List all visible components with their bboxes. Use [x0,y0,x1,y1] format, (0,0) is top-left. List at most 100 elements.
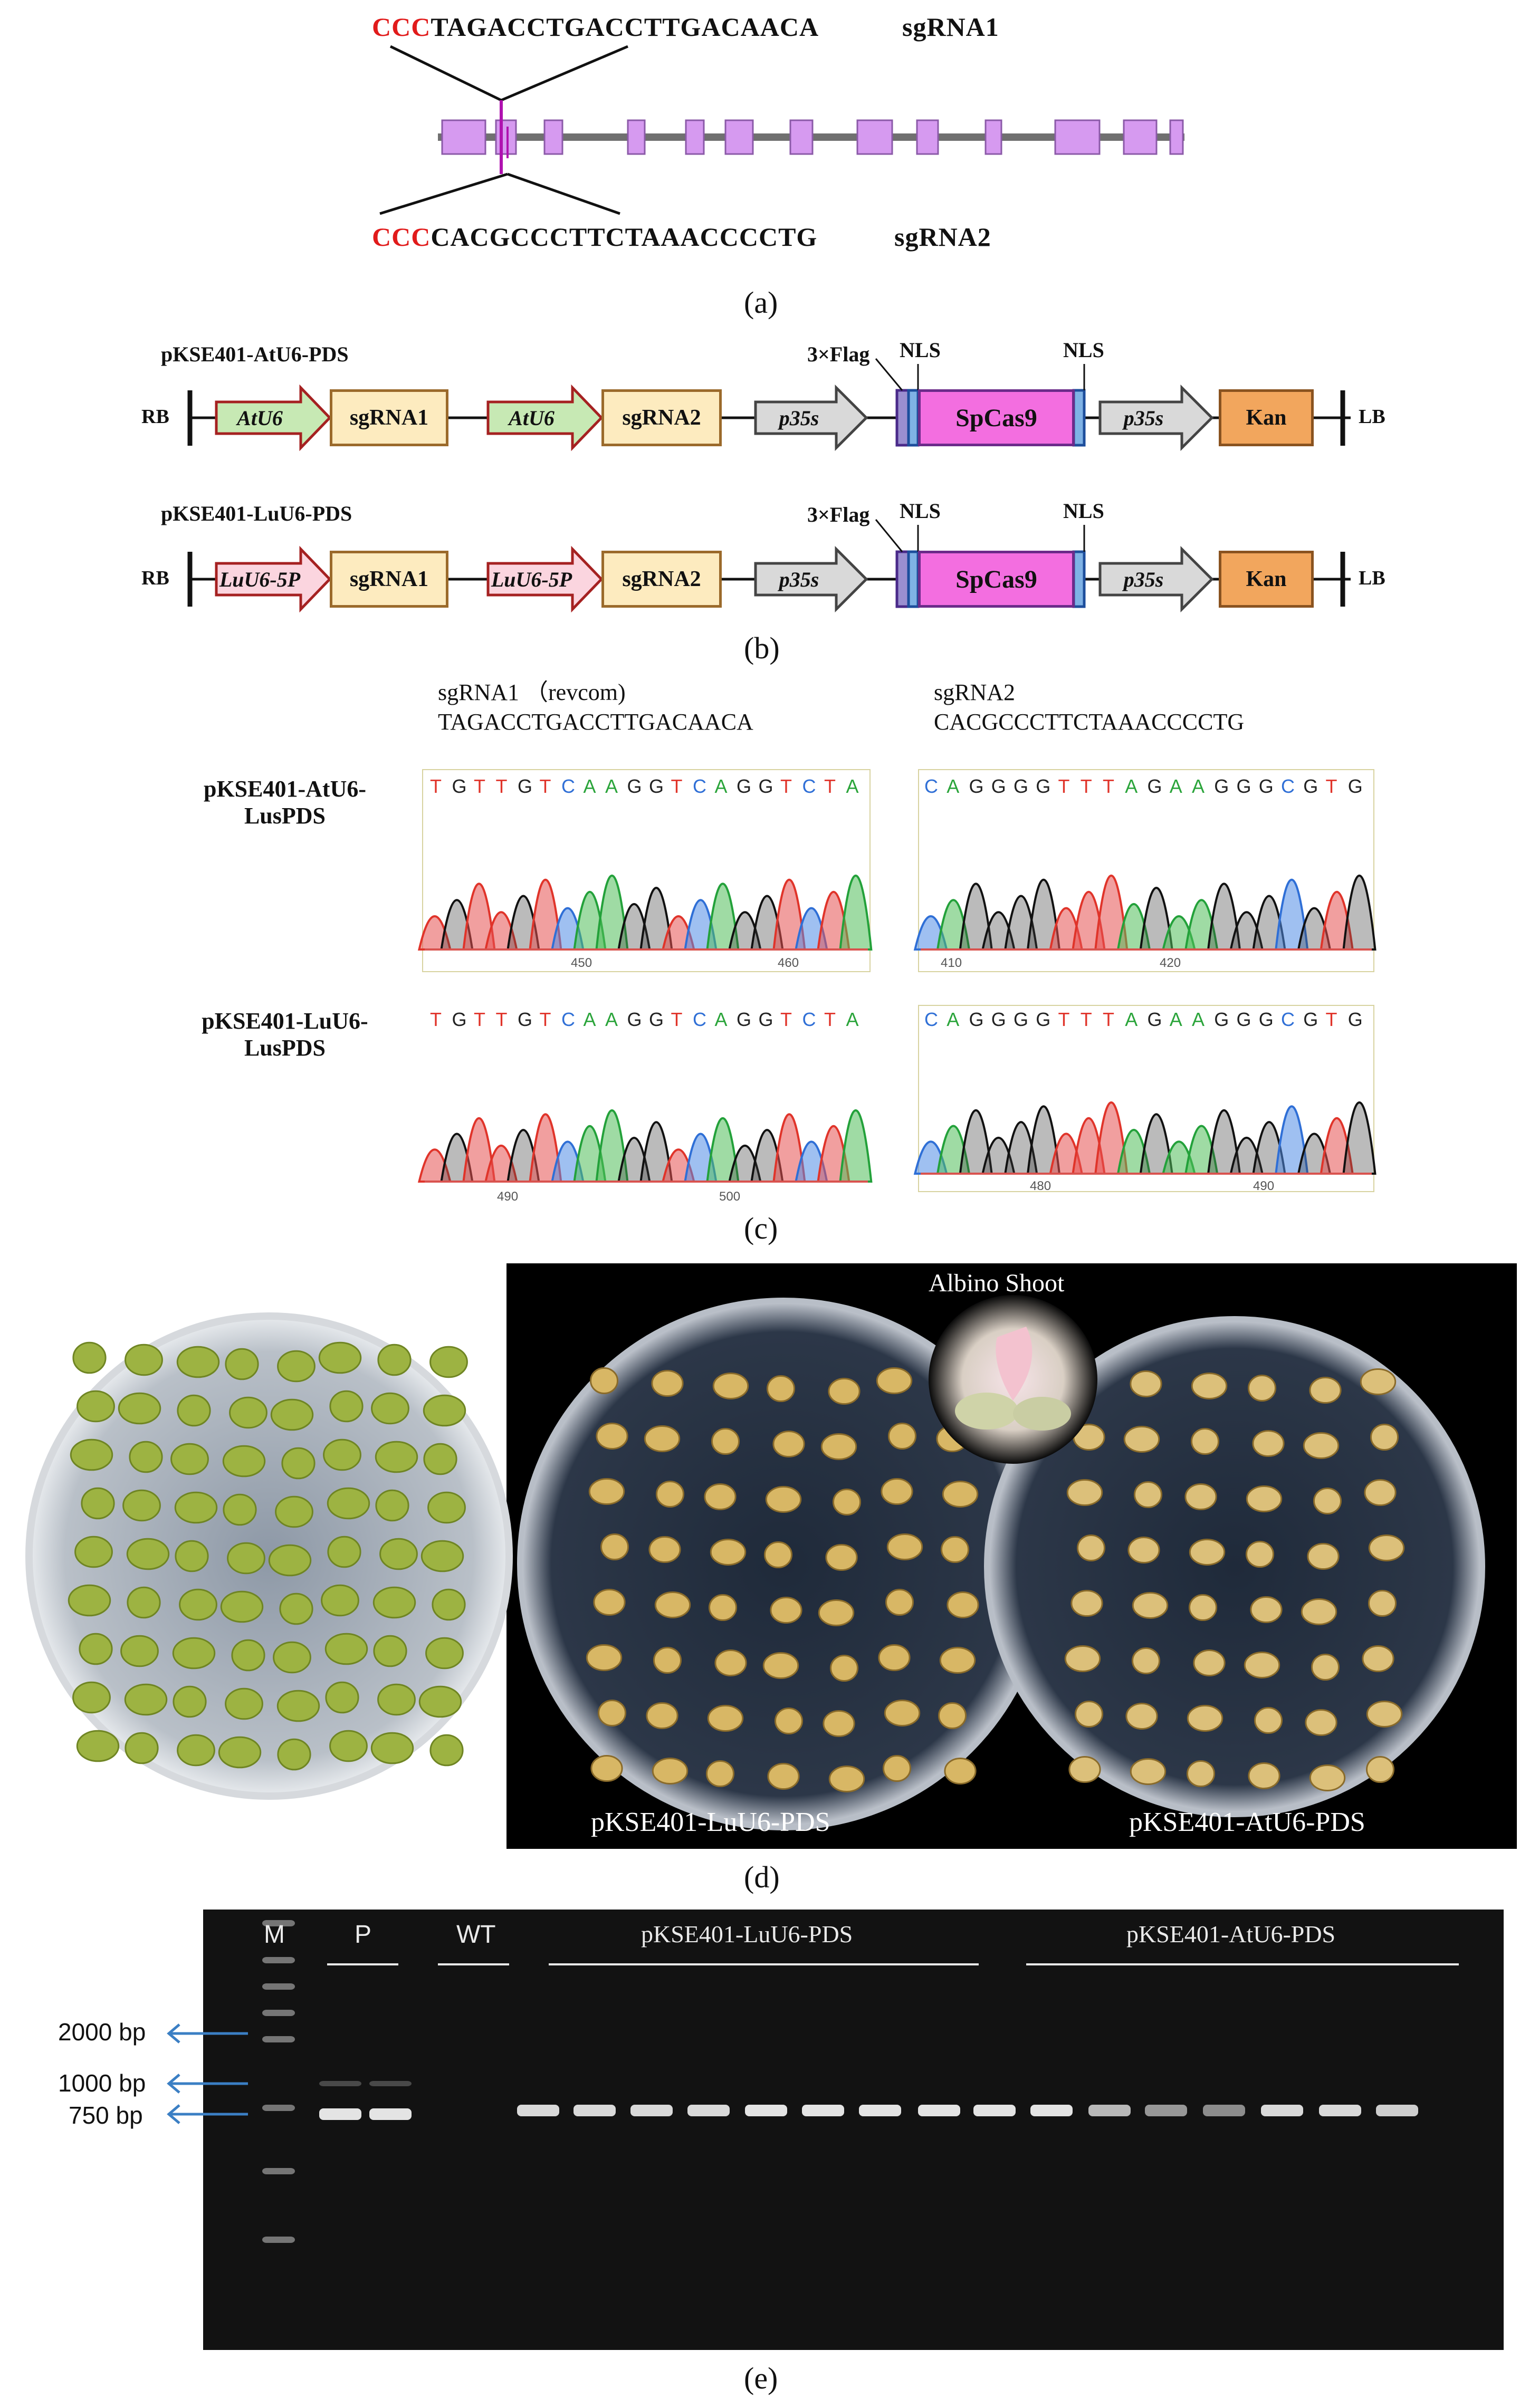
base-call: A [583,775,596,797]
p35s-label-2: p35s [1123,567,1164,591]
sgrna2-pointer-left [379,172,508,215]
construct2-title: pKSE401-LuU6-PDS [161,502,352,525]
gel-band [262,2036,295,2042]
base-call: G [1036,775,1051,797]
callus [825,1544,858,1571]
callus [81,1487,115,1520]
chromatogram-frame [422,769,871,972]
callus [370,1732,414,1764]
base-call: A [1192,1009,1205,1030]
base-call: G [1347,1009,1363,1030]
callus [704,1483,737,1510]
callus [1187,1705,1223,1732]
callus [1132,1592,1169,1619]
callus [654,1591,691,1618]
callus [375,1489,409,1522]
base-call: G [1236,775,1251,797]
sgrna2-trace-header: sgRNA2 CACGCCCTTCTAAACCCCTG [934,678,1244,737]
callus [129,1441,163,1473]
base-call: T [780,775,792,797]
callus [939,1647,976,1674]
base-call: C [924,775,938,797]
group-underline [438,1963,509,1965]
callus [767,1763,800,1790]
base-call: A [1169,1009,1182,1030]
base-call: A [1125,1009,1138,1030]
base-call: A [583,1009,596,1030]
nls-label-2: NLS [1063,499,1104,523]
base-call: T [1103,1009,1114,1030]
base-call: T [495,775,508,797]
gel-band [262,2237,295,2243]
callus [418,1685,462,1718]
wt-calli [68,1341,468,1771]
sgrna2-seq: CACGCCCTTCTAAACCCCTG [934,709,1245,735]
luu6-plate-label: pKSE401-LuU6-PDS [591,1807,830,1837]
callus [1368,1590,1397,1617]
gel-band [1432,2105,1475,2116]
base-call: T [824,775,836,797]
panel-b-caption: (b) [744,631,780,665]
callus [231,1639,265,1672]
callus [765,1486,802,1513]
base-call: T [1325,775,1337,797]
base-call: A [947,1009,960,1030]
callus [1068,1756,1101,1783]
callus [1075,1701,1103,1728]
base-call: G [627,1009,642,1030]
base-call: T [539,1009,551,1030]
callus [588,1478,625,1505]
callus [427,1491,466,1524]
callus [586,1644,623,1671]
callus [76,1730,120,1762]
sgrna2-name: sgRNA2 [894,222,991,252]
gel-band [262,2010,295,2016]
base-call: G [737,775,752,797]
atu6-promoter-arrow [215,384,332,452]
gel-band [918,2105,960,2116]
callus [429,1734,464,1767]
spcas9-box: SpCas9 [918,389,1075,446]
atu6-plate-label: pKSE401-AtU6-PDS [1129,1807,1365,1837]
gene-structure [379,45,1184,215]
callus [222,1445,266,1478]
callus [1360,1368,1397,1395]
callus [270,1398,314,1431]
p35s-label: p35s [779,567,819,591]
gel-band [573,2105,616,2116]
callus [120,1635,159,1667]
base-call: G [1236,1009,1251,1030]
callus [177,1394,211,1427]
callus [220,1590,264,1623]
callus [711,1428,740,1455]
base-call: T [1058,775,1070,797]
exon [495,119,517,155]
base-call: C [561,1009,575,1030]
callus [373,1635,407,1667]
callus [762,1652,799,1679]
callus [1252,1430,1285,1457]
gel-band [1030,2105,1073,2116]
atu6-promoter-arrow-2 [486,384,604,452]
base-call: G [649,1009,664,1030]
base-call: T [824,1009,836,1030]
callus [1303,1432,1340,1459]
sgrna2-sequence: CCCCACGCCCTTCTAAACCCCTG [372,222,817,252]
tick-label: 410 [941,956,962,970]
gel-band [859,2105,901,2116]
callus [1248,1375,1276,1402]
gel-band [262,2105,295,2111]
base-call: C [561,775,575,797]
p35s-label: p35s [779,406,819,430]
base-call: T [1325,1009,1337,1030]
base-call: T [1080,1009,1092,1030]
callus [268,1544,312,1577]
panel-d-caption: (d) [744,1860,780,1894]
callus [646,1702,678,1729]
callus [833,1489,861,1515]
callus [329,1390,364,1423]
albino-shoot-label: Albino Shoot [929,1269,1065,1297]
base-call: G [758,775,773,797]
bp-750-label: 750 bp [69,2102,143,2129]
callus [74,1536,113,1568]
